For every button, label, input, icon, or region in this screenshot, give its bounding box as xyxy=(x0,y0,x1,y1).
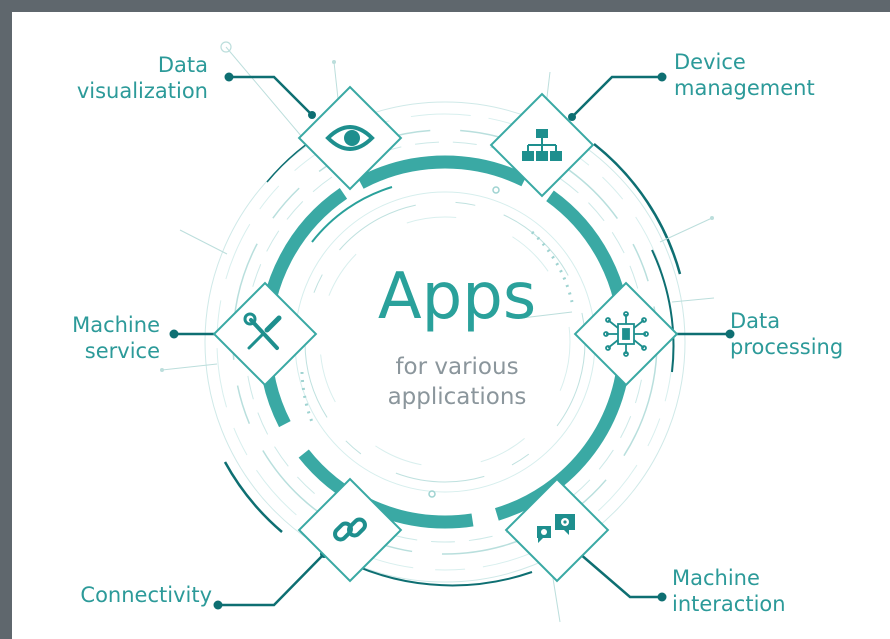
apps-diagram-card: Apps for various applications Data visua… xyxy=(12,12,890,639)
center-subtitle: for various applications xyxy=(387,354,527,410)
app-node-machine-service xyxy=(212,281,318,387)
label-data-visualization: Data visualization xyxy=(76,53,208,103)
tools-icon xyxy=(243,312,282,350)
eye-icon xyxy=(325,125,375,151)
label-machine-interaction: Machine interaction xyxy=(672,566,786,616)
label-connectivity: Connectivity xyxy=(80,583,212,607)
chain-link-icon xyxy=(333,517,367,542)
app-node-machine-interaction xyxy=(504,477,610,583)
label-machine-service: Machine service xyxy=(72,313,160,363)
apps-diagram xyxy=(160,41,735,623)
center-title: Apps xyxy=(377,260,537,334)
label-device-management: Device management xyxy=(674,50,815,100)
app-node-connectivity xyxy=(297,477,403,583)
app-node-device-management xyxy=(489,92,595,198)
network-hierarchy-icon xyxy=(522,129,562,161)
app-node-data-visualization xyxy=(297,85,403,191)
app-node-data-processing xyxy=(573,281,679,387)
connector-lines xyxy=(174,75,730,607)
circuit-chip-icon xyxy=(603,311,649,357)
label-data-processing: Data processing xyxy=(730,309,844,359)
chat-gears-icon xyxy=(537,514,575,543)
